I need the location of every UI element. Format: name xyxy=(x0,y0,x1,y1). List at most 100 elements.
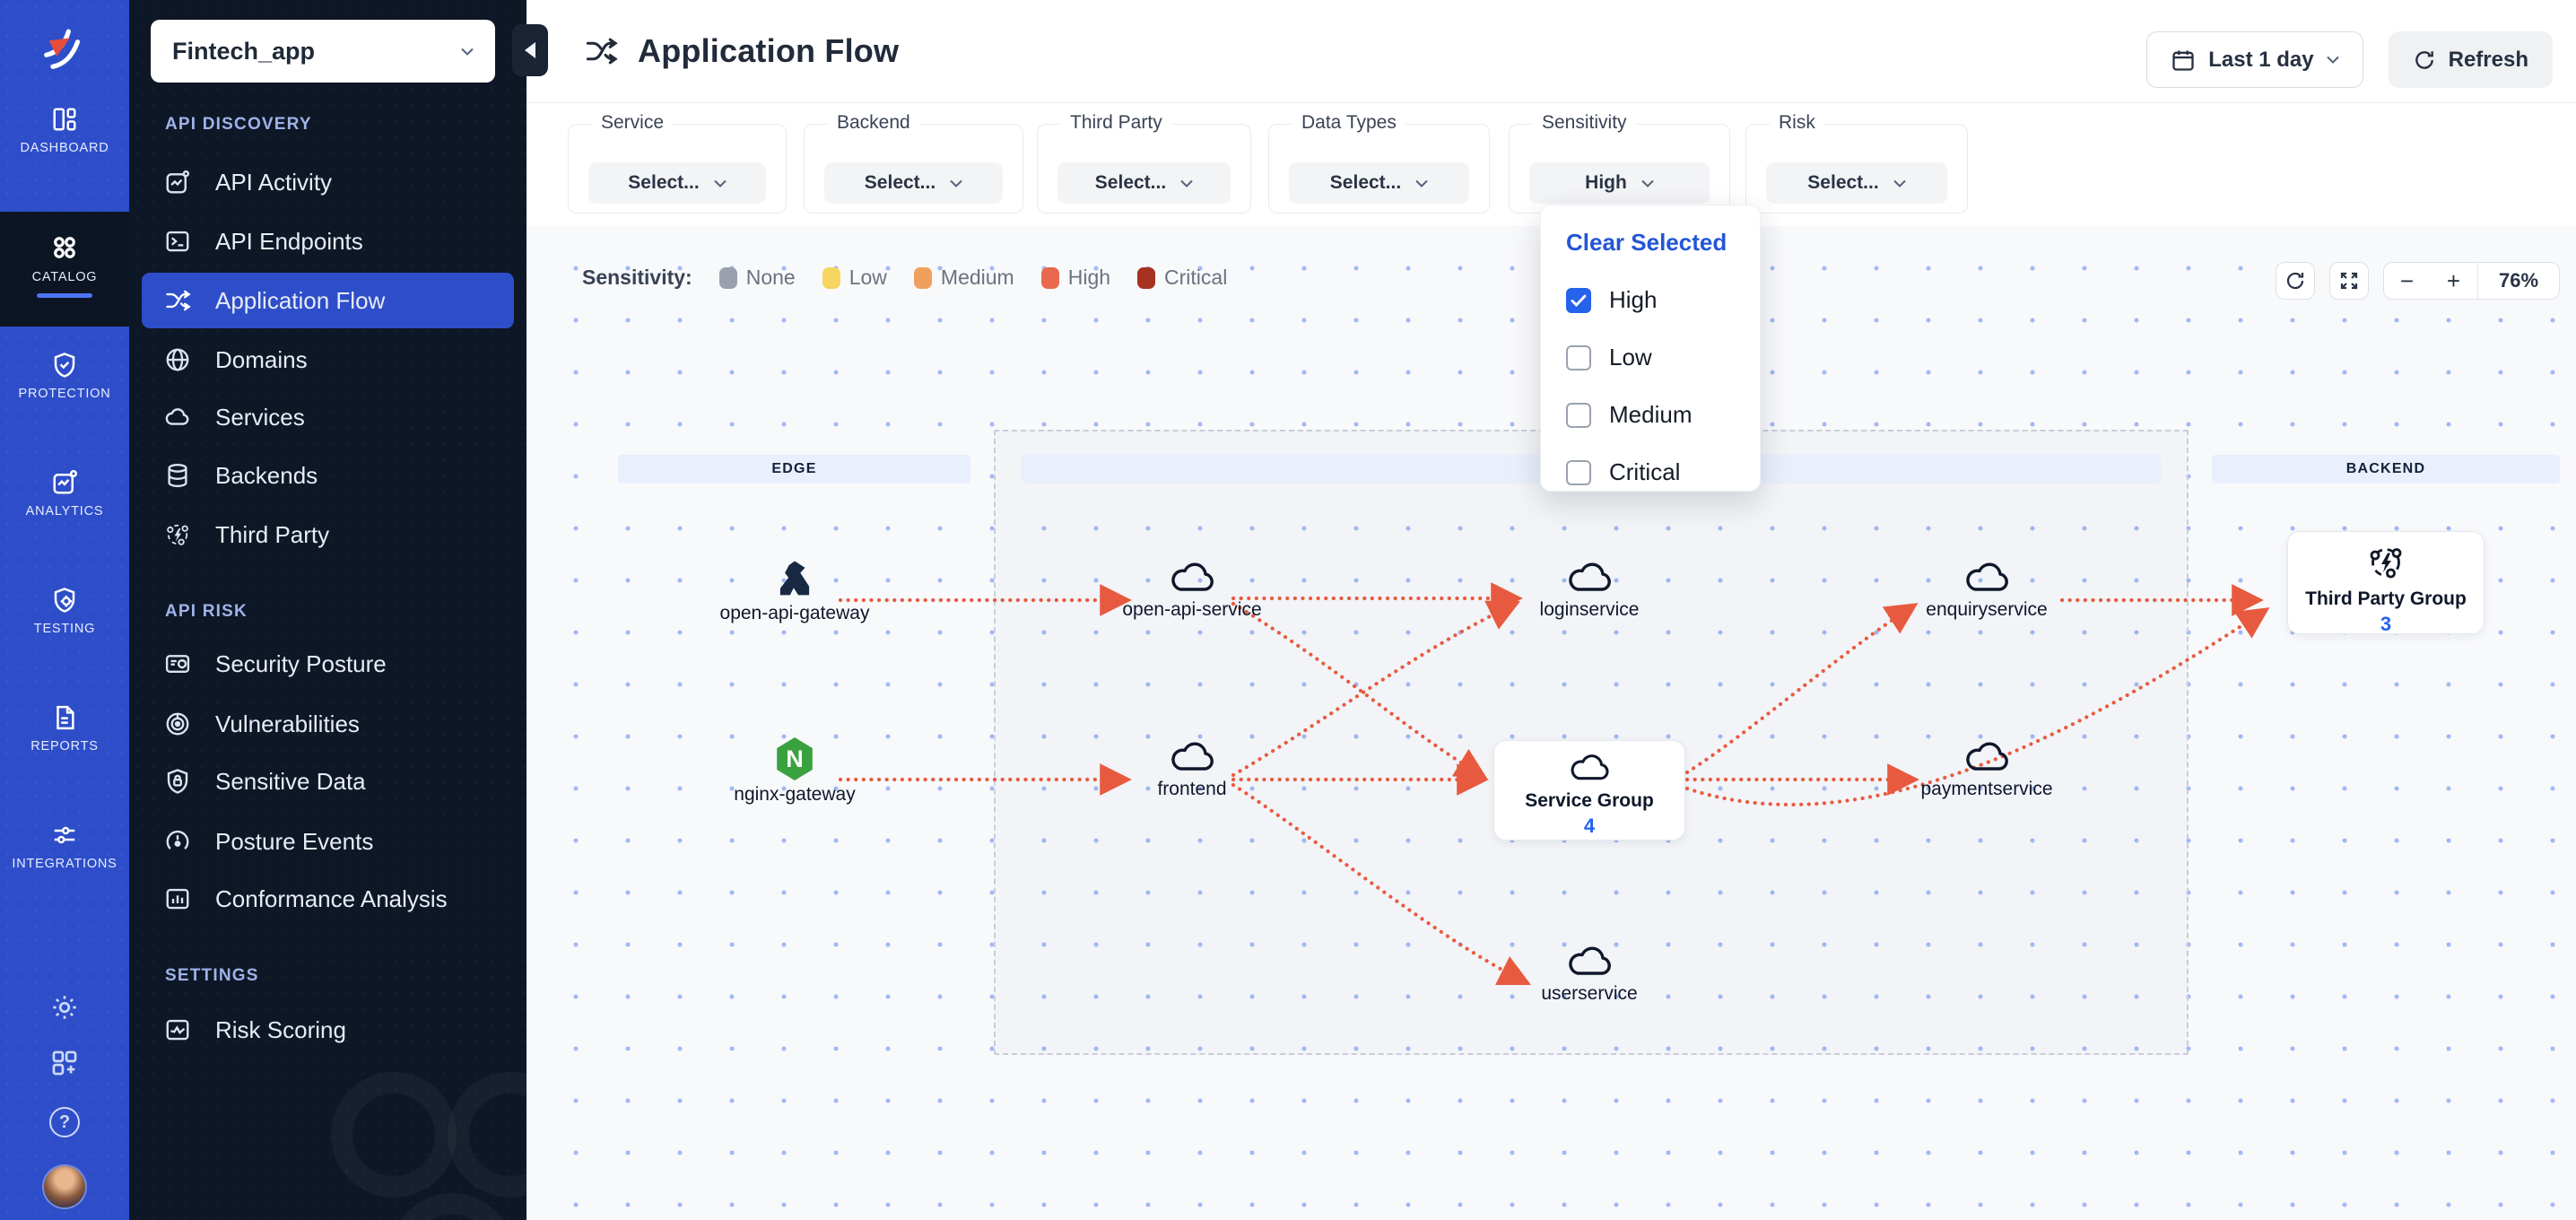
filter-service-select[interactable]: Select... xyxy=(588,162,766,204)
rail-settings[interactable] xyxy=(0,992,129,1027)
node-enquiryservice[interactable]: enquiryservice xyxy=(1888,560,2085,621)
checkbox-icon[interactable] xyxy=(1566,459,1591,485)
checkbox-icon[interactable] xyxy=(1566,402,1591,428)
rail-item-testing[interactable]: TESTING xyxy=(0,587,129,636)
third-party-group-card[interactable]: Third Party Group 3 xyxy=(2287,531,2485,635)
fullscreen-button[interactable] xyxy=(2328,262,2369,300)
relayout-button[interactable] xyxy=(2275,262,2315,300)
filter-data-types-select[interactable]: Select... xyxy=(1289,162,1469,204)
rail-item-protection[interactable]: PROTECTION xyxy=(0,352,129,401)
risk-scoring-icon xyxy=(163,1016,192,1043)
checkbox-checked-icon[interactable] xyxy=(1566,287,1591,313)
decorative-ring xyxy=(331,1072,457,1198)
rail-item-dashboard[interactable]: DASHBOARD xyxy=(0,106,129,155)
group-label: Service Group xyxy=(1525,790,1654,811)
expand-icon xyxy=(2340,272,2357,290)
sidebar-item-backends[interactable]: Backends xyxy=(142,448,514,503)
rail-item-label: TESTING xyxy=(33,622,96,636)
third-party-icon xyxy=(2366,548,2406,586)
filter-third-party-select[interactable]: Select... xyxy=(1057,162,1231,204)
sidebar-item-sensitive-data[interactable]: Sensitive Data xyxy=(142,754,514,809)
dropdown-option-low[interactable]: Low xyxy=(1566,344,1735,371)
filter-label: Service xyxy=(592,112,674,134)
sidebar-item-vulnerabilities[interactable]: Vulnerabilities xyxy=(142,696,514,752)
filter-risk-select[interactable]: Select... xyxy=(1766,162,1947,204)
group-count: 4 xyxy=(1583,815,1596,837)
zoom-in-button[interactable]: + xyxy=(2446,267,2461,294)
rail-profile[interactable] xyxy=(0,1166,129,1207)
rail-item-integrations[interactable]: INTEGRATIONS xyxy=(0,822,129,871)
filter-value: High xyxy=(1585,172,1627,193)
zoom-out-button[interactable]: − xyxy=(2399,267,2415,294)
node-open-api-service[interactable]: open-api-service xyxy=(1093,560,1291,621)
chevron-down-icon xyxy=(1641,179,1654,187)
node-loginservice[interactable]: loginservice xyxy=(1491,560,1688,621)
checkbox-icon[interactable] xyxy=(1566,344,1591,370)
app-selector[interactable]: Fintech_app xyxy=(151,20,495,83)
sidebar-item-services[interactable]: Services xyxy=(142,389,514,445)
legend-label: Low xyxy=(849,266,887,289)
shield-gear-icon xyxy=(0,587,129,614)
sidebar-item-application-flow[interactable]: Application Flow xyxy=(142,273,514,328)
cloud-icon xyxy=(1093,560,1291,596)
dropdown-option-high[interactable]: High xyxy=(1566,286,1735,314)
rail-item-analytics[interactable]: ANALYTICS xyxy=(0,469,129,518)
node-label: paymentservice xyxy=(1920,779,2053,799)
rail-item-catalog[interactable]: CATALOG xyxy=(0,212,129,327)
node-frontend[interactable]: frontend xyxy=(1093,739,1291,800)
node-paymentservice[interactable]: paymentservice xyxy=(1888,739,2085,800)
node-userservice[interactable]: userservice xyxy=(1491,944,1688,1005)
rail-item-label: DASHBOARD xyxy=(20,141,109,155)
clear-selected-button[interactable]: Clear Selected xyxy=(1566,229,1727,256)
legend-dot xyxy=(822,266,840,289)
legend-dot xyxy=(718,266,737,289)
dashboard-icon xyxy=(0,106,129,133)
divider xyxy=(2476,263,2478,299)
filter-value: Select... xyxy=(1094,172,1167,193)
target-icon xyxy=(163,710,192,737)
refresh-icon xyxy=(2415,50,2433,69)
sidebar-item-risk-scoring[interactable]: Risk Scoring xyxy=(142,1002,514,1058)
filter-sensitivity-select[interactable]: High xyxy=(1529,162,1710,204)
dropdown-option-critical[interactable]: Critical xyxy=(1566,458,1735,486)
refresh-button[interactable]: Refresh xyxy=(2388,31,2553,88)
filter-backend: Backend Select... xyxy=(804,112,1023,214)
cloud-icon xyxy=(1491,560,1688,596)
avatar xyxy=(44,1166,85,1207)
chevron-down-icon xyxy=(461,48,474,56)
sidebar-item-conformance-analysis[interactable]: Conformance Analysis xyxy=(142,871,514,927)
filter-service: Service Select... xyxy=(568,112,787,214)
sidebar-item-posture-events[interactable]: Posture Events xyxy=(142,814,514,869)
sidebar-item-third-party[interactable]: Third Party xyxy=(142,507,514,562)
rail-item-reports[interactable]: REPORTS xyxy=(0,704,129,754)
sidebar-item-api-endpoints[interactable]: API Endpoints xyxy=(142,214,514,269)
dropdown-option-medium[interactable]: Medium xyxy=(1566,401,1735,429)
node-nginx-gateway[interactable]: N nginx-gateway xyxy=(696,737,893,806)
filter-backend-select[interactable]: Select... xyxy=(824,162,1003,204)
cloud-icon xyxy=(1568,754,1611,788)
shuffle-icon xyxy=(163,287,192,314)
sidebar-collapse-button[interactable] xyxy=(512,24,548,76)
sensitivity-dropdown: Clear Selected High Low Medium Critical xyxy=(1540,205,1761,492)
canvas-controls: − + 76% xyxy=(2275,262,2560,300)
rail-help[interactable]: ? xyxy=(0,1107,129,1137)
sidebar-item-security-posture[interactable]: Security Posture xyxy=(142,636,514,692)
time-range-button[interactable]: Last 1 day xyxy=(2146,31,2363,88)
legend-dot xyxy=(1040,266,1059,289)
brand-logo[interactable] xyxy=(0,14,129,83)
database-icon xyxy=(163,462,192,489)
refresh-icon xyxy=(2286,272,2303,290)
nginx-icon: N xyxy=(696,737,893,780)
filter-label: Data Types xyxy=(1292,112,1405,134)
service-group-card[interactable]: Service Group 4 xyxy=(1493,740,1685,841)
filter-label: Sensitivity xyxy=(1533,112,1636,134)
rail-add-widgets[interactable] xyxy=(0,1048,129,1083)
bar-chart-icon xyxy=(163,885,192,912)
sidebar-item-label: Conformance Analysis xyxy=(215,884,448,912)
sidebar-item-api-activity[interactable]: API Activity xyxy=(142,154,514,210)
sidebar: Fintech_app API DISCOVERY API Activity A… xyxy=(129,0,527,1220)
third-party-icon xyxy=(163,521,192,548)
node-open-api-gateway[interactable]: open-api-gateway xyxy=(696,558,893,624)
security-posture-icon xyxy=(163,650,192,677)
sidebar-item-domains[interactable]: Domains xyxy=(142,332,514,388)
